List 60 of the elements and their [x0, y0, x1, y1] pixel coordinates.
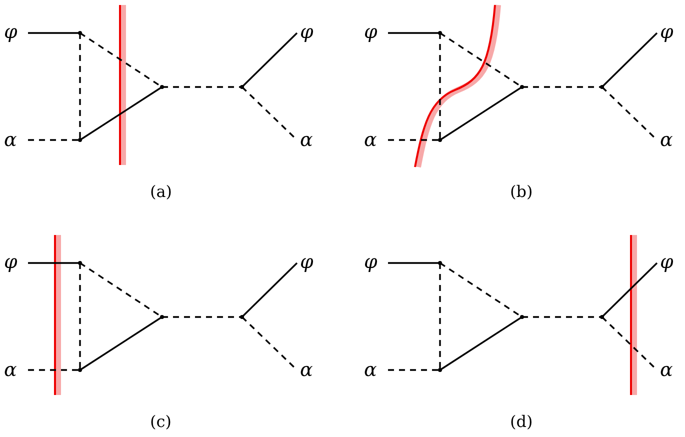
dashed-propagator-line [388, 139, 440, 141]
dashed-propagator-line [439, 33, 441, 140]
vertex-point [78, 138, 82, 142]
dashed-propagator-line [522, 86, 602, 88]
panel-caption: (c) [150, 413, 172, 431]
panel-caption: (b) [510, 183, 533, 201]
dashed-propagator-line [28, 139, 80, 141]
vertex-point [438, 31, 442, 35]
particle-label: φ [300, 22, 314, 42]
solid-propagator-line [440, 316, 522, 371]
solid-propagator-line [241, 262, 298, 318]
vertex-point [240, 85, 244, 89]
vertex-point [438, 261, 442, 265]
solid-propagator-line [440, 86, 522, 141]
particle-label: φ [660, 252, 674, 272]
solid-propagator-line [601, 32, 658, 88]
particle-label: φ [4, 252, 18, 272]
vertex-point [78, 31, 82, 35]
particle-label: α [364, 360, 377, 380]
solid-propagator-line [80, 316, 162, 371]
vertex-point [78, 261, 82, 265]
dashed-propagator-line [79, 33, 81, 140]
particle-label: φ [300, 252, 314, 272]
particle-label: α [660, 360, 673, 380]
particle-label: α [300, 130, 313, 150]
solid-propagator-line [601, 262, 658, 318]
solid-propagator-line [388, 262, 440, 264]
particle-label: φ [4, 22, 18, 42]
dashed-propagator-line [162, 86, 242, 88]
vertex-point [520, 85, 524, 89]
solid-propagator-line [80, 86, 162, 141]
particle-label: α [364, 130, 377, 150]
particle-label: α [4, 130, 17, 150]
dashed-propagator-line [388, 369, 440, 371]
vertex-point [520, 315, 524, 319]
dashed-propagator-line [439, 263, 441, 370]
panel-caption: (d) [510, 413, 533, 431]
dashed-propagator-line [522, 316, 602, 318]
particle-label: φ [660, 22, 674, 42]
dashed-propagator-line [28, 369, 80, 371]
solid-propagator-line [388, 32, 440, 34]
solid-propagator-line [28, 262, 80, 264]
particle-label: α [660, 130, 673, 150]
solid-propagator-line [28, 32, 80, 34]
dashed-propagator-line [162, 316, 242, 318]
dashed-propagator-line [79, 263, 81, 370]
particle-label: α [4, 360, 17, 380]
vertex-point [600, 315, 604, 319]
vertex-point [78, 368, 82, 372]
solid-propagator-line [241, 32, 298, 88]
panel-caption: (a) [150, 183, 172, 201]
vertex-point [160, 315, 164, 319]
vertex-point [438, 138, 442, 142]
particle-label: α [300, 360, 313, 380]
vertex-point [160, 85, 164, 89]
vertex-point [600, 85, 604, 89]
vertex-point [438, 368, 442, 372]
particle-label: φ [364, 22, 378, 42]
particle-label: φ [364, 252, 378, 272]
vertex-point [240, 315, 244, 319]
